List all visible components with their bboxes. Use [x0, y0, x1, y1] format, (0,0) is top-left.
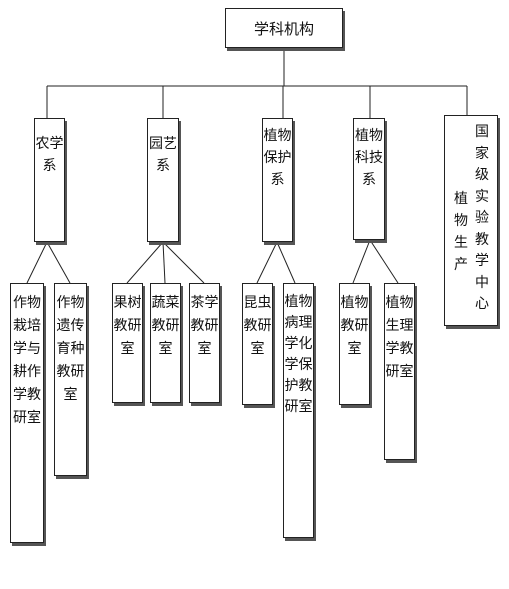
lab-label: 植物生理学教研室 — [385, 295, 414, 380]
lab-label: 昆虫教研室 — [243, 295, 272, 357]
lab-node: 植物病理学化学保护教研室 — [283, 283, 314, 538]
lab-node: 果树教研室 — [112, 283, 143, 403]
department-label: 农学系 — [35, 136, 64, 174]
lab-label: 作物栽培学与耕作学教研室 — [13, 295, 41, 426]
department-node-agronomy: 农学系 — [34, 118, 65, 242]
connector-line — [369, 239, 399, 284]
connector-line — [256, 241, 278, 284]
connector-line — [276, 241, 296, 284]
lab-label: 作物遗传育种教研室 — [56, 295, 85, 403]
center-label-main: 国家级实验教学中心 — [475, 124, 489, 312]
lab-node: 蔬菜教研室 — [150, 283, 181, 403]
lab-node: 作物栽培学与耕作学教研室 — [10, 283, 44, 543]
department-node-horticulture: 园艺系 — [147, 118, 179, 242]
lab-node: 昆虫教研室 — [242, 283, 273, 405]
center-label-sub: 植物生产 — [454, 191, 468, 273]
department-label: 植物保护系 — [263, 128, 292, 188]
connector-line — [46, 241, 71, 284]
connector-line — [126, 241, 164, 284]
lab-label: 植物教研室 — [340, 295, 369, 357]
lab-node: 茶学教研室 — [189, 283, 220, 403]
lab-node: 植物生理学教研室 — [384, 283, 415, 460]
department-node-plant-protection: 植物保护系 — [262, 118, 293, 242]
connector-line — [26, 241, 48, 284]
lab-label: 果树教研室 — [113, 295, 142, 357]
department-label: 园艺系 — [149, 136, 177, 174]
connector-line — [162, 241, 166, 284]
lab-label: 蔬菜教研室 — [151, 295, 180, 357]
connector-line — [352, 239, 371, 284]
department-node-plant-science: 植物科技系 — [353, 118, 385, 240]
department-node-experiment-center: 植物生产 国家级实验教学中心 — [444, 115, 498, 326]
root-node-label: 学科机构 — [253, 19, 314, 38]
lab-node: 植物教研室 — [339, 283, 370, 405]
root-node: 学科机构 — [225, 8, 343, 48]
lab-label: 植物病理学化学保护教研室 — [284, 294, 313, 415]
lab-label: 茶学教研室 — [190, 295, 219, 357]
department-label: 植物科技系 — [355, 128, 383, 188]
connector-line — [162, 241, 205, 284]
lab-node: 作物遗传育种教研室 — [54, 283, 87, 476]
